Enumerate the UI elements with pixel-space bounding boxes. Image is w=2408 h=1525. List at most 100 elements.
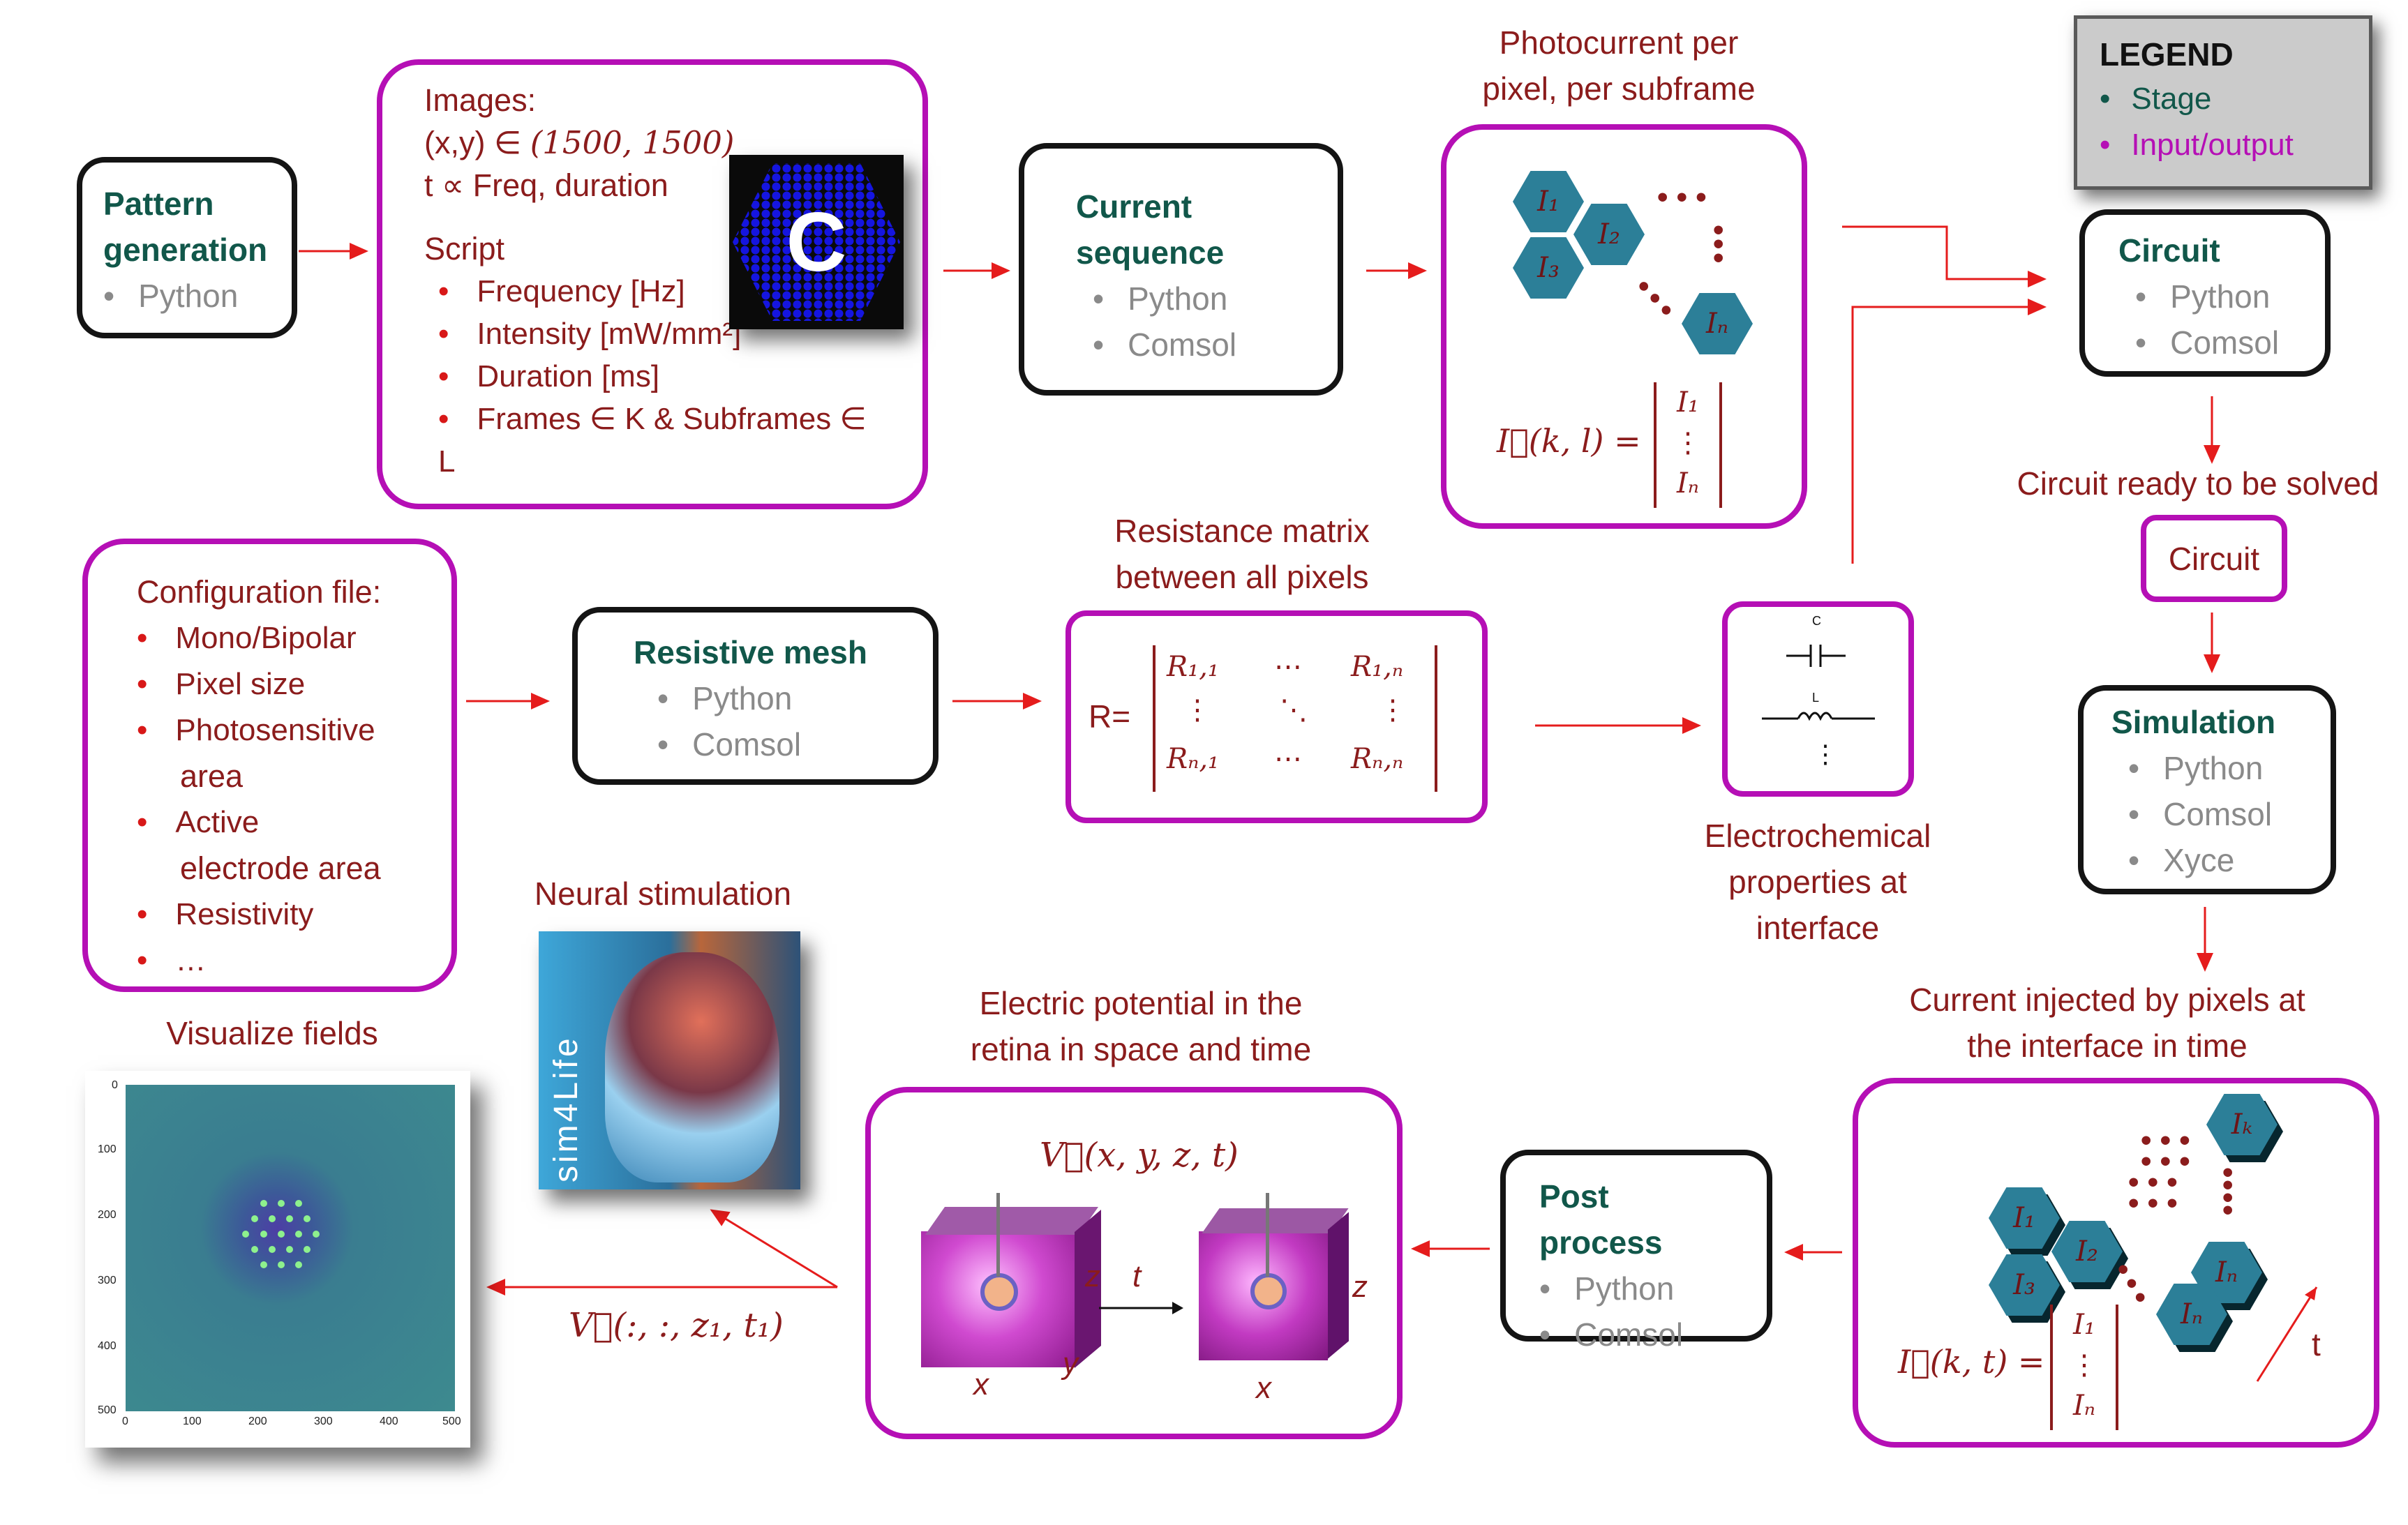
field-hotspots xyxy=(242,1200,320,1268)
time-label: t xyxy=(2312,1326,2321,1362)
resistance-prefix: R= xyxy=(1089,698,1131,735)
field-heatmap xyxy=(126,1085,455,1411)
pattern-thumbnail: C xyxy=(729,155,904,329)
y-tick-label: 100 xyxy=(98,1143,117,1155)
legend-title: LEGEND xyxy=(2100,36,2234,73)
r-vdots-right: ⋮ xyxy=(1379,694,1407,726)
axis-z-1: z xyxy=(1085,1259,1100,1293)
injected-dots-mid: • • •• • • xyxy=(2128,1165,2178,1220)
sim4life-logo: sim4Life xyxy=(539,931,800,1189)
x-tick-label: 400 xyxy=(380,1415,398,1427)
images-line-3: t ∝ Freq, duration xyxy=(424,167,668,203)
images-line-2: (x,y) ∈ (1500, 1500) xyxy=(424,121,881,164)
photocurrent-dots-v: ••• xyxy=(1713,213,1724,275)
pattern-generation-item: Python xyxy=(103,273,271,319)
legend-box: LEGEND •Stage •Input/output xyxy=(2074,15,2372,190)
arrow-photo-to-circuit xyxy=(1842,225,2047,287)
axis-y: y xyxy=(1063,1346,1078,1381)
config-item: Active xyxy=(137,799,431,846)
electrochem-components xyxy=(1762,645,1875,721)
legend-stage-label: Stage xyxy=(2131,82,2212,116)
r-11: R₁,₁ xyxy=(1167,651,1219,683)
electric-potential-formula: V⃗(x, y, z, t) xyxy=(1040,1136,1239,1175)
legend-stage: •Stage xyxy=(2100,82,2212,116)
post-process-title: Post process xyxy=(1539,1178,1663,1261)
script-item: Intensity [mW/mm²] xyxy=(424,313,881,355)
photocurrent-caption: Photocurrent per pixel, per subframe xyxy=(1416,20,1821,112)
y-tick-label: 0 xyxy=(112,1079,118,1091)
neuron-2 xyxy=(1250,1273,1287,1309)
config-item: Pixel size xyxy=(137,661,431,707)
resistance-matrix-grid: R₁,₁ ⋯ R₁,ₙ ⋮ ⋱ ⋮ Rₙ,₁ ⋯ Rₙ,ₙ xyxy=(1153,645,1437,792)
circuit-stage-title: Circuit xyxy=(2118,232,2220,269)
inductor-label: L xyxy=(1812,691,1820,705)
electrochem-dots: ⋮ xyxy=(1813,739,1838,768)
y-tick-label: 200 xyxy=(98,1209,117,1221)
current-injected-caption-1: Current injected by pixels at xyxy=(1909,982,2305,1018)
config-item: … xyxy=(137,938,431,984)
retina-cube-2-top xyxy=(1202,1208,1349,1233)
configuration-file-box: Configuration file: Mono/Bipolar Pixel s… xyxy=(82,539,457,992)
post-process-item: Comsol xyxy=(1539,1312,1733,1358)
circuit-ready-caption: Circuit ready to be solved xyxy=(2017,465,2379,502)
r-nn: Rₙ,ₙ xyxy=(1351,743,1404,775)
simulation-stage: Simulation Python Comsol Xyce xyxy=(2078,685,2336,894)
current-sequence-stage: Current sequence Python Comsol xyxy=(1019,143,1343,396)
script-title: Script xyxy=(424,231,505,266)
electrochem-box xyxy=(1722,601,1914,797)
current-injected-caption: Current injected by pixels at the interf… xyxy=(1856,977,2358,1069)
sim4life-text: sim4Life xyxy=(548,1035,585,1182)
photocurrent-vector-mid: ⋮ xyxy=(1674,427,1702,459)
pattern-generation-title-1: Pattern xyxy=(103,186,214,222)
script-item: Frames ∈ K & Subframes ∈ L xyxy=(424,398,881,483)
electrochem-caption: Electrochemical properties at interface xyxy=(1647,813,1989,951)
r-hdots-bot: ⋯ xyxy=(1274,743,1302,775)
neuron-1-axon xyxy=(996,1193,1000,1277)
retina-cube-2-side xyxy=(1328,1212,1349,1359)
sim4life-head xyxy=(605,952,779,1182)
injected-dots-right: •••• xyxy=(2222,1155,2234,1227)
electric-potential-caption-1: Electric potential in the xyxy=(979,985,1303,1021)
injected-formula: I⃗(k, t) = xyxy=(1898,1343,2045,1381)
injected-vector-top: I₁ xyxy=(2073,1309,2095,1341)
injected-dots-diag: • • • xyxy=(2118,1252,2146,1314)
current-sequence-item: Comsol xyxy=(1076,322,1286,368)
config-title: Configuration file: xyxy=(137,574,382,610)
config-item: Mono/Bipolar xyxy=(137,615,431,661)
visualize-caption: Visualize fields xyxy=(166,1015,378,1051)
simulation-item: Xyce xyxy=(2111,837,2303,883)
current-injected-caption-2: the interface in time xyxy=(1967,1028,2248,1064)
post-process-item: Python xyxy=(1539,1265,1733,1312)
neuron-2-axon xyxy=(1266,1193,1269,1277)
photocurrent-vector-bot: Iₙ xyxy=(1676,467,1699,499)
x-tick-label: 300 xyxy=(314,1415,333,1427)
neuron-1 xyxy=(980,1273,1018,1311)
resistance-matrix-caption-1: Resistance matrix xyxy=(1114,513,1370,549)
legend-io: •Input/output xyxy=(2100,128,2294,162)
current-sequence-item: Python xyxy=(1076,276,1286,322)
axis-t: t xyxy=(1132,1259,1142,1293)
electrochem-caption-2: properties at xyxy=(1728,864,1907,900)
circuit-ready-label: Circuit xyxy=(2168,540,2260,577)
images-xy-prefix: (x,y) ∈ xyxy=(424,125,530,160)
injected-dots-top: • • •• • • xyxy=(2141,1123,2190,1178)
photocurrent-caption-2: pixel, per subframe xyxy=(1482,70,1756,107)
photocurrent-vector-top: I₁ xyxy=(1677,386,1699,419)
current-sequence-title-1: Current xyxy=(1076,188,1192,225)
config-item: Resistivity xyxy=(137,892,431,938)
slice-formula: V⃗(:, :, z₁, t₁) xyxy=(569,1306,784,1345)
x-tick-label: 500 xyxy=(442,1415,461,1427)
circuit-stage-item: Python xyxy=(2118,273,2291,320)
circuit-ready-box: Circuit xyxy=(2141,515,2287,602)
resistive-mesh-title: Resistive mesh xyxy=(634,634,867,670)
y-tick-label: 500 xyxy=(98,1404,117,1416)
pattern-generation-stage: Pattern generation Python xyxy=(77,157,297,338)
y-tick-label: 300 xyxy=(98,1275,117,1286)
r-1n: R₁,ₙ xyxy=(1351,651,1404,683)
pattern-generation-title-2: generation xyxy=(103,232,268,268)
current-sequence-title-2: sequence xyxy=(1076,234,1225,271)
resistive-mesh-stage: Resistive mesh Python Comsol xyxy=(572,607,938,785)
config-item-cont: area xyxy=(180,758,244,794)
x-tick-label: 0 xyxy=(122,1415,128,1427)
hex-array-graphic xyxy=(733,163,900,321)
